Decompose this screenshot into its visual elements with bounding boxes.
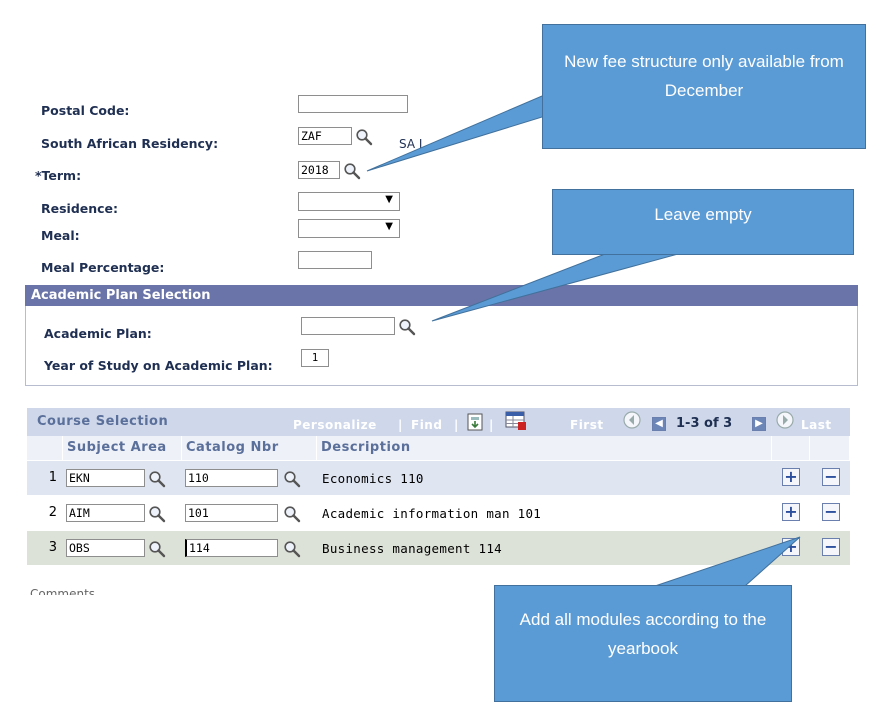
residence-select[interactable]: ▼: [298, 192, 400, 211]
comments-label: Comments: [30, 587, 96, 595]
next-arrow-icon[interactable]: ▶: [752, 417, 766, 431]
course-description: Academic information man 101: [322, 506, 542, 521]
term-label: *Term:: [35, 168, 82, 183]
residency-input[interactable]: ZAF: [298, 127, 352, 145]
download-icon[interactable]: [466, 412, 486, 432]
academic-plan-label: Academic Plan:: [44, 326, 152, 341]
fee-structure-callout: New fee structure only available from De…: [542, 24, 866, 149]
catalog-nbr-input[interactable]: 110: [185, 469, 278, 487]
last-circle-icon[interactable]: [775, 410, 795, 430]
subject-area-input[interactable]: EKN: [66, 469, 145, 487]
academic-plan-section: [25, 306, 858, 386]
catalog-nbr-input[interactable]: 114: [185, 539, 278, 557]
residency-label: South African Residency:: [41, 136, 219, 151]
separator: |: [454, 418, 459, 432]
dropdown-arrow-icon: ▼: [385, 194, 393, 205]
residency-description: SA I: [399, 137, 423, 151]
separator: |: [489, 418, 494, 432]
course-grid-title: Course Selection: [37, 414, 169, 429]
minus-icon[interactable]: −: [822, 468, 840, 486]
add-modules-callout: Add all modules according to the yearboo…: [494, 585, 792, 702]
grid-view-icon[interactable]: [505, 411, 527, 431]
column-header-catalog-nbr: Catalog Nbr: [182, 436, 317, 460]
leave-empty-callout-pointer: [431, 253, 679, 322]
table-row: [27, 496, 850, 530]
column-header-remove: [810, 436, 850, 460]
prev-arrow-icon[interactable]: ◀: [652, 417, 666, 431]
table-row: [27, 461, 850, 495]
column-header-subject-area: Subject Area: [63, 436, 182, 460]
last-link[interactable]: Last: [801, 418, 832, 432]
course-description: Business management 114: [322, 541, 502, 556]
plus-icon[interactable]: +: [782, 503, 800, 521]
personalize-link[interactable]: Personalize: [293, 418, 377, 432]
meal-percentage-label: Meal Percentage:: [41, 260, 165, 275]
table-row: [27, 531, 850, 565]
meal-select[interactable]: ▼: [298, 219, 400, 238]
find-link[interactable]: Find: [411, 418, 443, 432]
minus-icon[interactable]: −: [822, 503, 840, 521]
row-number: 2: [48, 505, 57, 520]
first-circle-icon[interactable]: [622, 410, 642, 430]
postal-code-input[interactable]: [298, 95, 408, 113]
column-header-description: Description: [317, 436, 772, 460]
row-number: 3: [48, 540, 57, 555]
comments-label-clip: Comments: [30, 585, 150, 595]
row-number: 1: [48, 470, 57, 485]
plus-icon[interactable]: +: [782, 468, 800, 486]
meal-label: Meal:: [41, 228, 80, 243]
subject-area-input[interactable]: AIM: [66, 504, 145, 522]
academic-plan-section-title: Academic Plan Selection: [25, 285, 858, 306]
year-of-study-input[interactable]: 1: [301, 349, 329, 367]
academic-plan-input[interactable]: [301, 317, 395, 335]
dropdown-arrow-icon: ▼: [385, 221, 393, 232]
pagination-range: 1-3 of 3: [676, 416, 733, 431]
meal-percentage-input[interactable]: [298, 251, 372, 269]
first-link[interactable]: First: [570, 418, 604, 432]
postal-code-label: Postal Code:: [41, 103, 130, 118]
separator: |: [398, 418, 403, 432]
modules-callout-pointer: [654, 536, 801, 587]
subject-area-input[interactable]: OBS: [66, 539, 145, 557]
year-of-study-label: Year of Study on Academic Plan:: [44, 358, 273, 373]
term-input[interactable]: 2018: [298, 161, 340, 179]
residence-label: Residence:: [41, 201, 119, 216]
column-header-row-number: [27, 436, 63, 460]
course-description: Economics 110: [322, 471, 424, 486]
column-header-add: [772, 436, 810, 460]
leave-empty-callout: Leave empty: [552, 189, 854, 255]
course-grid-header: [27, 408, 850, 436]
catalog-nbr-input[interactable]: 101: [185, 504, 278, 522]
minus-icon[interactable]: −: [822, 538, 840, 556]
